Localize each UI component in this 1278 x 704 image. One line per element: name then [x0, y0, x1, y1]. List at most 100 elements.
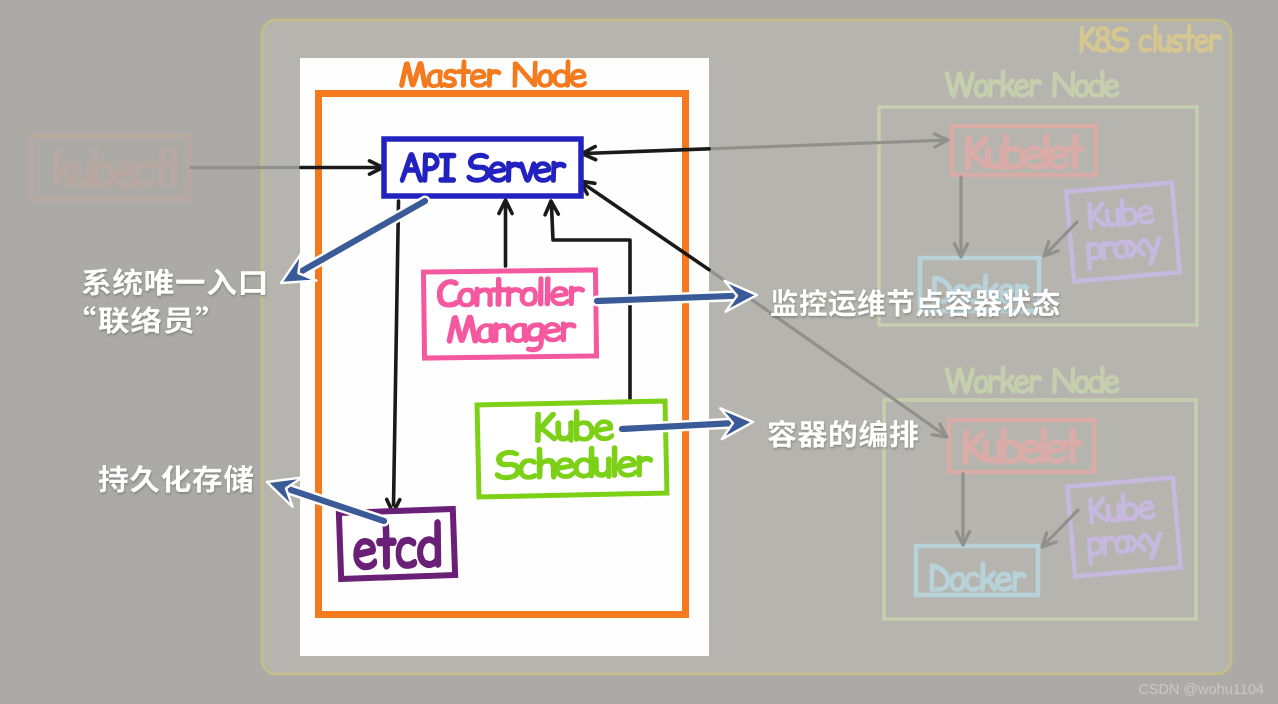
worker-node-0-kube-proxy-label1: [1087, 197, 1155, 230]
ks-annotation-arrow-shaft: [618, 419, 739, 433]
api-server-label-glyphs: [399, 152, 567, 183]
worker-node-1-docker-label: [929, 561, 1027, 593]
master-node-border: [315, 90, 689, 618]
black-arrows: [299, 144, 711, 515]
worker-node-0: [877, 69, 1199, 327]
worker-node-0-kube-proxy-label2: [1085, 236, 1162, 272]
etcd: [335, 505, 459, 583]
api-kubelet1-arrowhead-gray: [932, 132, 950, 149]
etcd-annotation: [98, 464, 254, 493]
worker-node-0-kubelet-label: [964, 133, 1085, 171]
worker-node-1-title: [944, 365, 1120, 395]
api-annotation-arrow: [279, 195, 431, 285]
api-server: [381, 136, 584, 199]
worker-node-0-kubelet: [949, 123, 1099, 178]
kubectl-label-glyphs: [52, 147, 178, 189]
master-node-panel: [299, 58, 711, 656]
worker-1-kubelet-to-docker-arrowhead: [954, 529, 972, 547]
worker-node-1-kube-proxy-label1-glyphs: [1088, 492, 1156, 525]
api-annotation-arrow-head: [279, 252, 318, 285]
worker-node-1-kubelet-label-glyphs: [962, 427, 1083, 465]
worker-0-kube-proxy-to-docker-line: [1044, 220, 1079, 256]
ks-annotation-arrow-head: [719, 407, 755, 441]
api-annotation-line1-glyphs: [82, 268, 266, 296]
worker-0-kube-proxy-to-docker-arrowhead: [1042, 240, 1060, 258]
kubectl-box: [28, 133, 192, 202]
kubelet1-to-api-line: [582, 147, 711, 156]
cm-annotation: [771, 288, 1060, 317]
worker-node-0-kube-proxy-label2-glyphs: [1085, 236, 1162, 272]
k8s-cluster-title-glyphs: [1079, 24, 1222, 54]
cm-annotation-arrow: [591, 279, 759, 313]
kube-scheduler-label2: [494, 445, 654, 481]
controller-manager-label1-glyphs: [436, 276, 586, 308]
etcd-label: [353, 519, 442, 571]
api-annotation-arrow-shaft: [293, 197, 429, 278]
api-annotation-line2: [83, 306, 208, 334]
worker-node-0-border: [877, 105, 1199, 327]
api-annotation-line1: [82, 268, 266, 296]
kube-scheduler-label2-glyphs: [494, 445, 654, 481]
worker-node-1-kube-proxy-label1: [1088, 492, 1156, 525]
etcd-annotation-arrow-shaft: [281, 484, 388, 525]
controller-manager-label2-glyphs: [446, 314, 577, 353]
worker-node-0-title-glyphs: [944, 69, 1120, 99]
worker-node-1-kube-proxy-box: [1064, 475, 1184, 579]
worker-node-1-kube-proxy-label2-glyphs: [1086, 531, 1163, 567]
cm-annotation-arrow-shaft: [593, 292, 743, 305]
worker-node-1-kube-proxy-label2: [1086, 531, 1163, 567]
kube-scheduler-label1-glyphs: [535, 409, 615, 443]
api-server-label: [399, 152, 567, 183]
worker-node-1-border: [882, 398, 1198, 621]
cm-to-api-arrowhead: [497, 198, 514, 216]
worker-node-1-docker-box: [913, 543, 1041, 598]
worker-node-0-kube-proxy: [1063, 180, 1183, 284]
master-node-title: [399, 59, 587, 89]
cm-annotation-arrow-head: [723, 279, 759, 313]
k8s-cluster-title: [1079, 24, 1222, 54]
annotations: [82, 268, 1060, 493]
watermark: CSDN @wohu1104: [1138, 682, 1264, 698]
ks-to-api-arrowhead: [543, 199, 561, 217]
worker-0-kubelet-to-docker-arrowhead: [952, 241, 970, 259]
etcd-annotation-glyphs: [98, 464, 254, 493]
worker-node-0-kubelet-box: [949, 123, 1099, 178]
ks-annotation-arrow: [616, 407, 755, 441]
kubectl-label: [52, 147, 178, 189]
kube-scheduler: [474, 398, 670, 500]
ks-annotation: [767, 419, 918, 448]
worker-node-1: [882, 365, 1198, 621]
ks-annotation-glyphs: [767, 419, 918, 448]
master-node-title-glyphs: [399, 59, 587, 89]
controller-manager-label2: [446, 314, 577, 353]
api-annotation-line2-glyphs: [83, 306, 208, 334]
etcd-label-glyphs: [353, 519, 442, 571]
controller-manager-label1: [436, 276, 586, 308]
worker-node-1-kubelet: [946, 417, 1097, 475]
kubelet2-to-api-line: [580, 180, 711, 272]
kube-scheduler-label1: [535, 409, 615, 443]
api-kubelet2-arrowhead-gray: [930, 422, 949, 439]
worker-node-1-docker-label-glyphs: [929, 561, 1027, 593]
worker-node-1-title-glyphs: [944, 365, 1120, 395]
worker-node-0-kube-proxy-box: [1063, 180, 1183, 284]
worker-1-kube-proxy-to-docker-arrowhead: [1040, 531, 1058, 549]
ks-to-api-line: [549, 204, 632, 402]
worker-node-0-title: [944, 69, 1120, 99]
worker-1-kube-proxy-to-docker-line: [1042, 508, 1080, 547]
kubectl-node: [28, 133, 192, 202]
worker-node-1-kubelet-label: [962, 427, 1083, 465]
api-kubelet1-line-gray: [707, 138, 946, 151]
api-to-etcd-line: [391, 199, 401, 507]
worker-node-0-kubelet-label-glyphs: [964, 133, 1085, 171]
etcd-annotation-arrow: [265, 476, 390, 527]
worker-node-1-docker: [913, 543, 1041, 598]
etcd-annotation-arrow-head: [265, 476, 304, 508]
cm-annotation-glyphs: [771, 288, 1060, 317]
kube-scheduler-box: [474, 398, 670, 500]
worker-node-1-kube-proxy: [1064, 475, 1184, 579]
worker-node-0-kube-proxy-label1-glyphs: [1087, 197, 1155, 230]
worker-node-1-kubelet-box: [946, 417, 1097, 475]
